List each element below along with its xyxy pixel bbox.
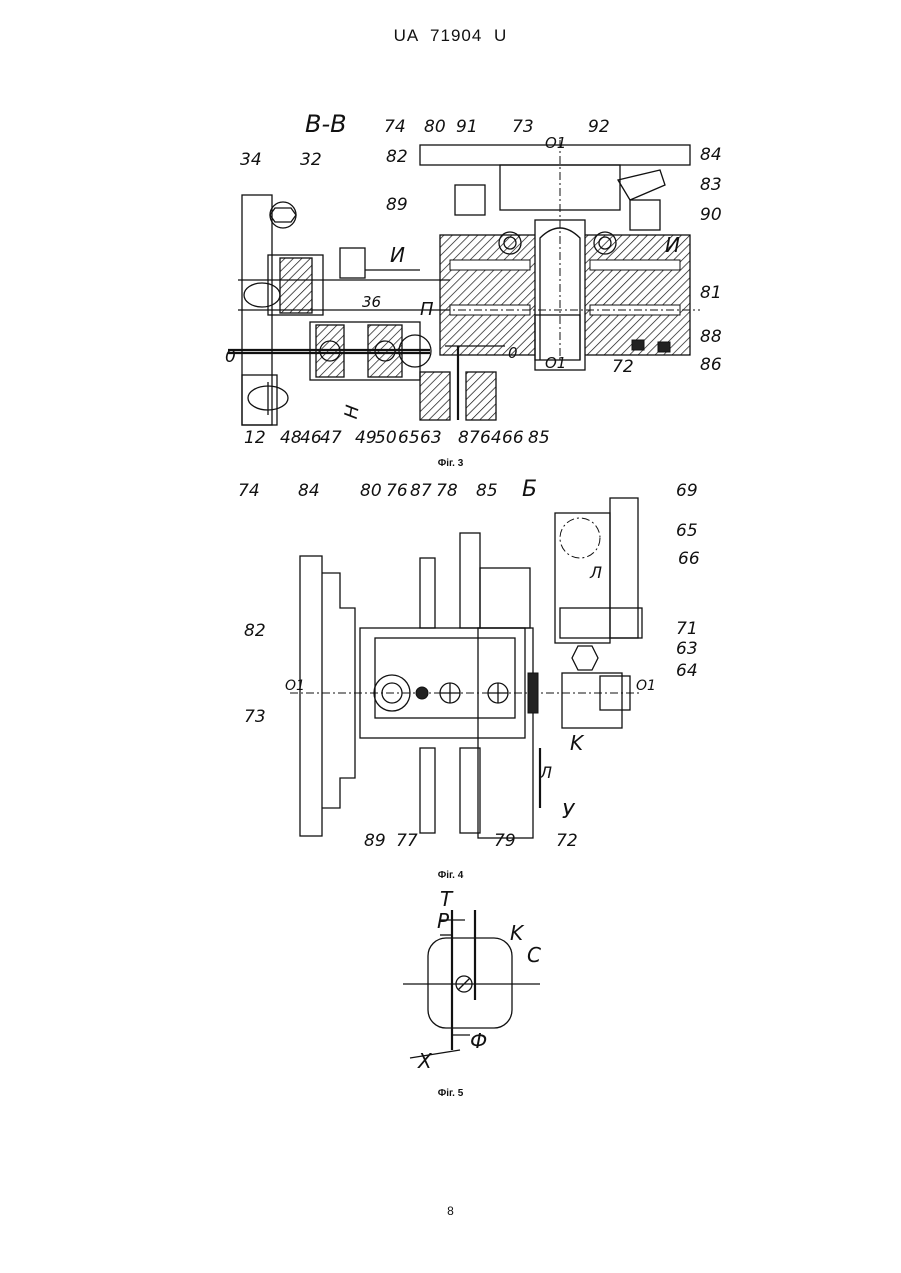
callout-label: 71 xyxy=(676,619,698,639)
callout-label: Л xyxy=(589,563,602,582)
callout-label: K xyxy=(570,731,585,755)
callout-label: 84 xyxy=(298,481,320,501)
callout-label: 69 xyxy=(676,481,698,501)
callout-label: 84 xyxy=(700,145,722,165)
callout-label: 32 xyxy=(300,150,322,170)
callout-label: 48 xyxy=(280,428,302,448)
callout-label: 81 xyxy=(700,283,722,303)
callout-label: 89 xyxy=(386,195,408,215)
callout-label: И xyxy=(665,233,680,257)
callout-label: 80 xyxy=(360,481,382,501)
callout-label: 74 xyxy=(238,481,260,501)
callout-label: K xyxy=(510,921,525,945)
figure-5-caption: Фіг. 5 xyxy=(0,1088,901,1099)
callout-label: 92 xyxy=(588,117,610,137)
callout-label: 72 xyxy=(556,831,578,851)
callout-label: O1 xyxy=(636,678,656,694)
figure-4-caption: Фіг. 4 xyxy=(0,870,901,881)
callout-label: 90 xyxy=(700,205,722,225)
callout-label: 77 xyxy=(396,831,418,851)
section-label: В-В xyxy=(305,110,347,138)
callout-label: T xyxy=(440,887,454,911)
callout-label: 86 xyxy=(700,355,722,375)
callout-label: 50 xyxy=(375,428,397,448)
figure-3-drawing: В-В 34 32 74 80 91 73 O1 92 84 82 83 89 … xyxy=(0,110,901,455)
callout-label: 63 xyxy=(420,428,442,448)
callout-label: 80 xyxy=(424,117,446,137)
page-number: 8 xyxy=(0,1204,901,1218)
callout-label: 66 xyxy=(678,549,700,569)
callout-label: H xyxy=(341,403,364,420)
callout-label: 49 xyxy=(355,428,377,448)
callout-label: 91 xyxy=(456,117,478,137)
callout-label: 65 xyxy=(676,521,698,541)
callout-label: 78 xyxy=(436,481,458,501)
callout-label: 46 xyxy=(300,428,322,448)
callout-label: 85 xyxy=(476,481,498,501)
callout-label: 64 xyxy=(480,428,502,448)
callout-label: У xyxy=(562,799,576,823)
callout-label: 0 xyxy=(225,347,236,367)
callout-label: И xyxy=(390,243,405,267)
callout-label: 76 xyxy=(386,481,408,501)
callout-label: Л xyxy=(539,763,552,782)
callout-label: 83 xyxy=(700,175,722,195)
callout-label: 82 xyxy=(386,147,408,167)
callout-label: 87 xyxy=(458,428,480,448)
callout-label: X xyxy=(417,1049,433,1073)
callout-label: O1 xyxy=(285,678,305,694)
callout-label: 63 xyxy=(676,639,698,659)
callout-label: П xyxy=(420,299,434,320)
callout-label: 87 xyxy=(410,481,432,501)
callout-label: 47 xyxy=(320,428,342,448)
callout-label: 36 xyxy=(362,293,381,311)
callout-label: 89 xyxy=(364,831,386,851)
callout-label: 64 xyxy=(676,661,698,681)
figure-4-drawing: 74 84 80 76 87 78 85 Б 69 65 66 Л 82 71 … xyxy=(0,478,901,863)
callout-label: Ф xyxy=(470,1029,487,1053)
callout-label: 34 xyxy=(240,150,262,170)
callout-label: 65 xyxy=(398,428,420,448)
figure-5-drawing: T P K C X Ф xyxy=(0,890,901,1080)
callout-label: 73 xyxy=(512,117,534,137)
callout-label: O1 xyxy=(545,354,566,372)
callout-label: 66 xyxy=(502,428,524,448)
callout-label: 85 xyxy=(528,428,550,448)
callout-label: 88 xyxy=(700,327,722,347)
callout-label: P xyxy=(437,909,450,933)
callout-label: O1 xyxy=(545,134,566,152)
callout-label: C xyxy=(527,943,541,967)
callout-label: 79 xyxy=(494,831,516,851)
callout-label: 73 xyxy=(244,707,266,727)
figure-3-caption: Фіг. 3 xyxy=(0,458,901,469)
document-header: UA 71904 U xyxy=(0,26,901,46)
callout-label: 74 xyxy=(384,117,406,137)
callout-label: 0 xyxy=(508,344,518,362)
callout-label: 12 xyxy=(244,428,266,448)
view-label: Б xyxy=(522,477,537,502)
callout-label: 72 xyxy=(612,357,634,377)
callout-label: 82 xyxy=(244,621,266,641)
